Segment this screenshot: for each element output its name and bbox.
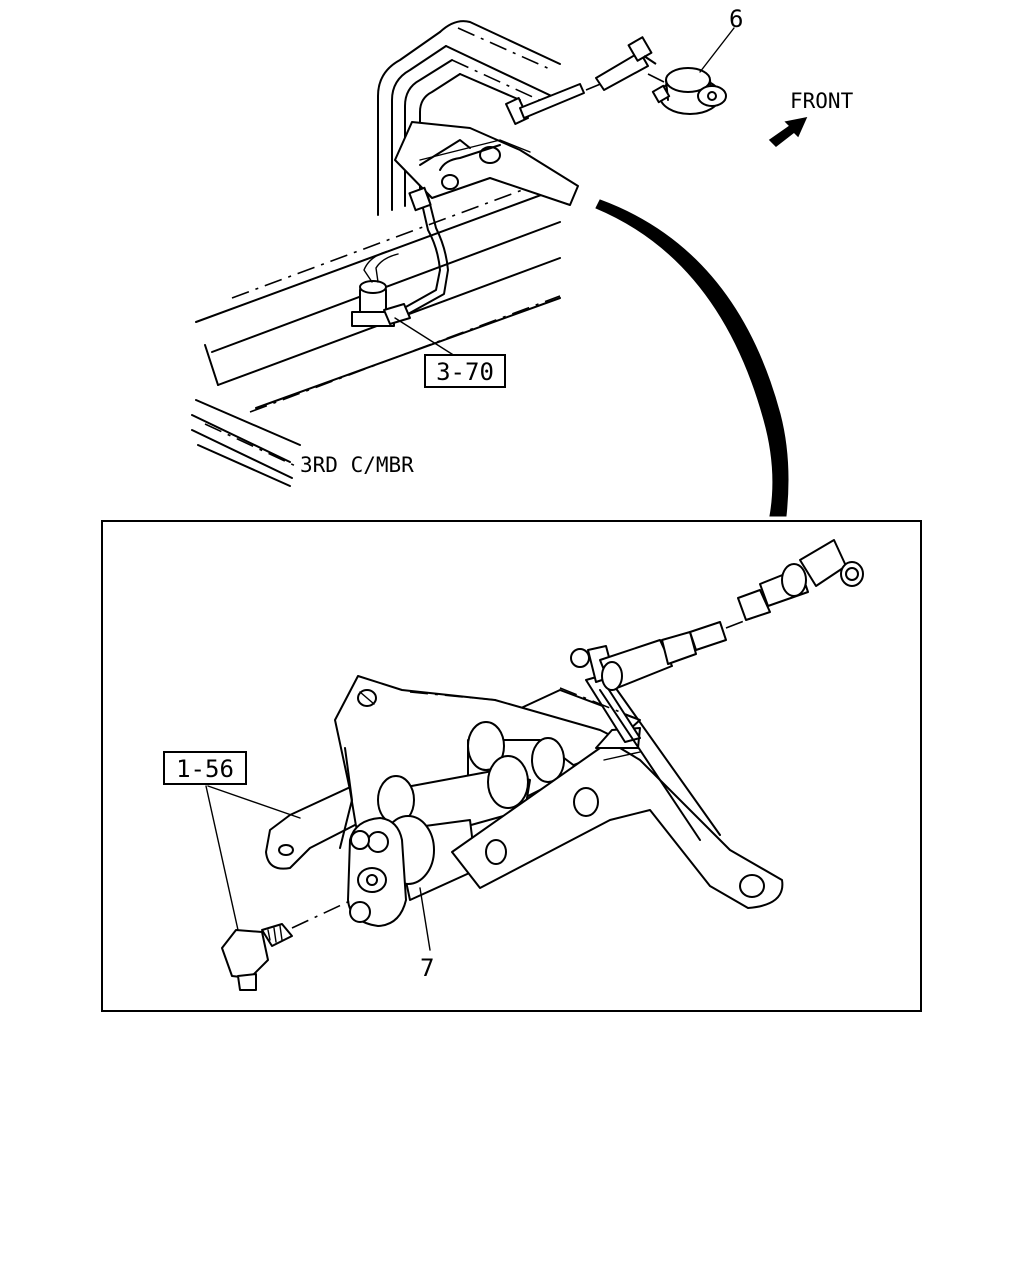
crossmember-label: 3RD C/MBR [300, 453, 414, 477]
frame-crossmember-drawing [191, 20, 561, 487]
part-number-6: 6 [729, 5, 743, 33]
part-7-leader [419, 887, 431, 951]
ref-1-56-label[interactable]: 1-56 [176, 755, 234, 783]
switch-assembly-drawing [351, 186, 456, 357]
ref-1-56-box [163, 751, 247, 785]
ref-3-70-box [424, 354, 506, 388]
master-cylinder-bracket-drawing [265, 539, 864, 927]
elbow-fitting-drawing [205, 785, 353, 991]
part-number-7: 7 [420, 954, 434, 982]
detail-view-arrow [595, 199, 789, 517]
upper-linkage-drawing [394, 27, 735, 206]
front-direction-arrow-icon [768, 116, 808, 147]
detail-view-frame [101, 520, 922, 1012]
front-label: FRONT [790, 89, 854, 113]
ref-3-70-label[interactable]: 3-70 [436, 358, 494, 386]
